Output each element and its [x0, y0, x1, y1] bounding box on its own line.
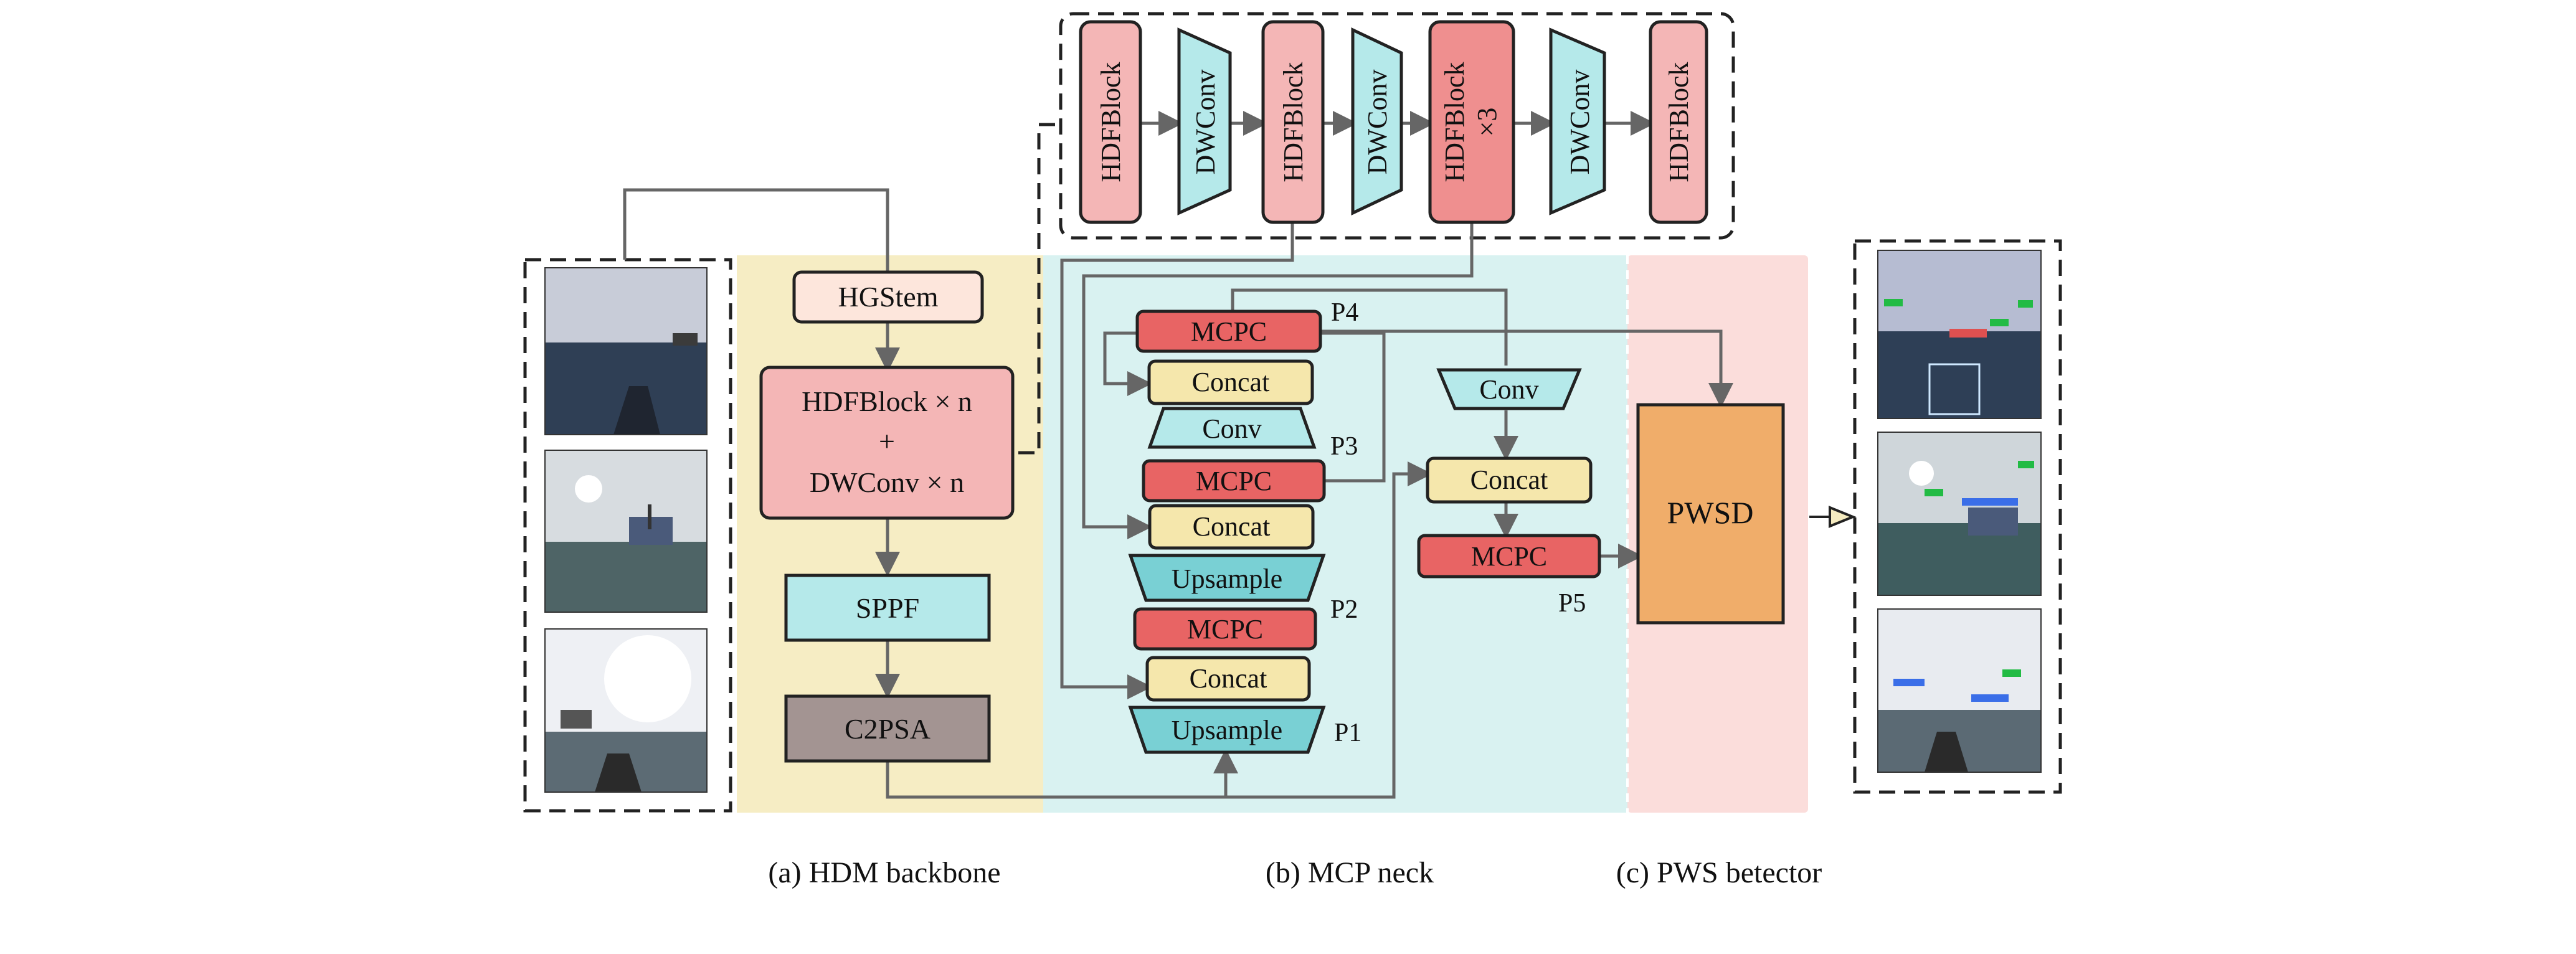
top-chain-frame — [1059, 12, 1735, 240]
neck-upsample-1-label: Upsample — [1172, 564, 1282, 594]
hgstem-label: HGStem — [838, 281, 939, 313]
caption-neck: (b) MCP neck — [1266, 856, 1434, 889]
hdf-line-3: DWConv × n — [810, 466, 964, 498]
neck-mcpc-p2-label: MCPC — [1187, 614, 1263, 645]
output-image-1 — [1877, 250, 2042, 419]
sppf-block: SPPF — [784, 574, 991, 642]
connectors — [623, 111, 1857, 799]
neck-mcpc-p5: MCPC — [1417, 534, 1601, 579]
top-dwconv-3-label: DWConv — [1565, 70, 1595, 175]
neck-mcpc-p5-label: MCPC — [1471, 541, 1547, 572]
neck-conv-1: Conv — [1147, 407, 1317, 449]
c2psa-label: C2PSA — [845, 713, 930, 745]
neck-mcpc-p3: MCPC — [1142, 459, 1326, 503]
neck-conv-right-label: Conv — [1479, 374, 1538, 405]
top-dwconv-1-label: DWConv — [1190, 70, 1221, 175]
sppf-label: SPPF — [856, 592, 919, 624]
neck-upsample-1: Upsample — [1128, 554, 1326, 602]
pwsd-block: PWSD — [1636, 403, 1785, 625]
neck-mcpc-p2: MCPC — [1133, 607, 1317, 651]
input-image-3 — [544, 628, 708, 793]
top-hdfblock-4-label: HDFBlock — [1664, 62, 1694, 182]
input-images-frame — [523, 258, 732, 813]
level-label-p2: P2 — [1330, 595, 1358, 624]
hdf-dwconv-block: HDFBlock × n + DWConv × n — [759, 366, 1015, 520]
neck-concat-2: Concat — [1148, 504, 1315, 550]
top-hdfblock-3-multiplier: ×3 — [1472, 108, 1502, 137]
input-image-1 — [544, 267, 708, 435]
top-dwconv-2-label: DWConv — [1362, 70, 1393, 175]
neck-concat-2-label: Concat — [1193, 511, 1271, 542]
level-label-p5: P5 — [1558, 589, 1586, 618]
neck-concat-1-label: Concat — [1192, 367, 1270, 397]
level-label-p1: P1 — [1334, 719, 1361, 747]
top-dwconv-3: DWConv — [1549, 27, 1606, 215]
hdf-line-2: + — [879, 425, 895, 457]
input-image-2 — [544, 450, 708, 613]
c2psa-block: C2PSA — [784, 694, 991, 763]
top-hdfblock-1: HDFBlock — [1079, 20, 1142, 224]
neck-conv-right: Conv — [1436, 368, 1582, 410]
output-arrow — [1809, 506, 1857, 528]
neck-concat-right: Concat — [1426, 456, 1593, 504]
caption-backbone: (a) HDM backbone — [768, 856, 1000, 889]
level-label-p4: P4 — [1331, 298, 1358, 327]
neck-concat-3: Concat — [1145, 656, 1311, 702]
neck-conv-1-label: Conv — [1202, 413, 1261, 444]
neck-concat-3-label: Concat — [1190, 663, 1267, 694]
output-image-3 — [1877, 608, 2042, 773]
neck-mcpc-p4-label: MCPC — [1191, 316, 1267, 347]
output-images-frame — [1853, 239, 2062, 794]
neck-mcpc-p3-label: MCPC — [1196, 466, 1272, 496]
top-dwconv-2: DWConv — [1351, 27, 1403, 215]
top-dwconv-1: DWConv — [1177, 27, 1232, 215]
caption-detector: (c) PWS betector — [1616, 856, 1822, 889]
level-label-p3: P3 — [1330, 432, 1358, 461]
top-hdfblock-4: HDFBlock — [1649, 20, 1708, 224]
neck-mcpc-p4: MCPC — [1135, 309, 1322, 353]
hdf-line-1: HDFBlock × n — [802, 385, 972, 417]
output-image-2 — [1877, 432, 2042, 596]
hgstem-block: HGStem — [792, 270, 984, 324]
backbone-top-link — [1018, 123, 1061, 455]
top-hdfblock-2: HDFBlock — [1261, 20, 1325, 224]
neck-concat-1: Concat — [1147, 359, 1314, 405]
neck-concat-right-label: Concat — [1470, 465, 1548, 495]
neck-upsample-2-label: Upsample — [1172, 715, 1282, 745]
pwsd-label: PWSD — [1667, 495, 1754, 530]
top-hdfblock-3-label: HDFBlock — [1439, 62, 1470, 182]
top-hdfblock-2-label: HDFBlock — [1278, 62, 1309, 182]
neck-upsample-2: Upsample — [1128, 706, 1326, 754]
top-hdfblock-3: HDFBlock ×3 — [1428, 20, 1515, 224]
top-hdfblock-1-label: HDFBlock — [1096, 62, 1126, 182]
